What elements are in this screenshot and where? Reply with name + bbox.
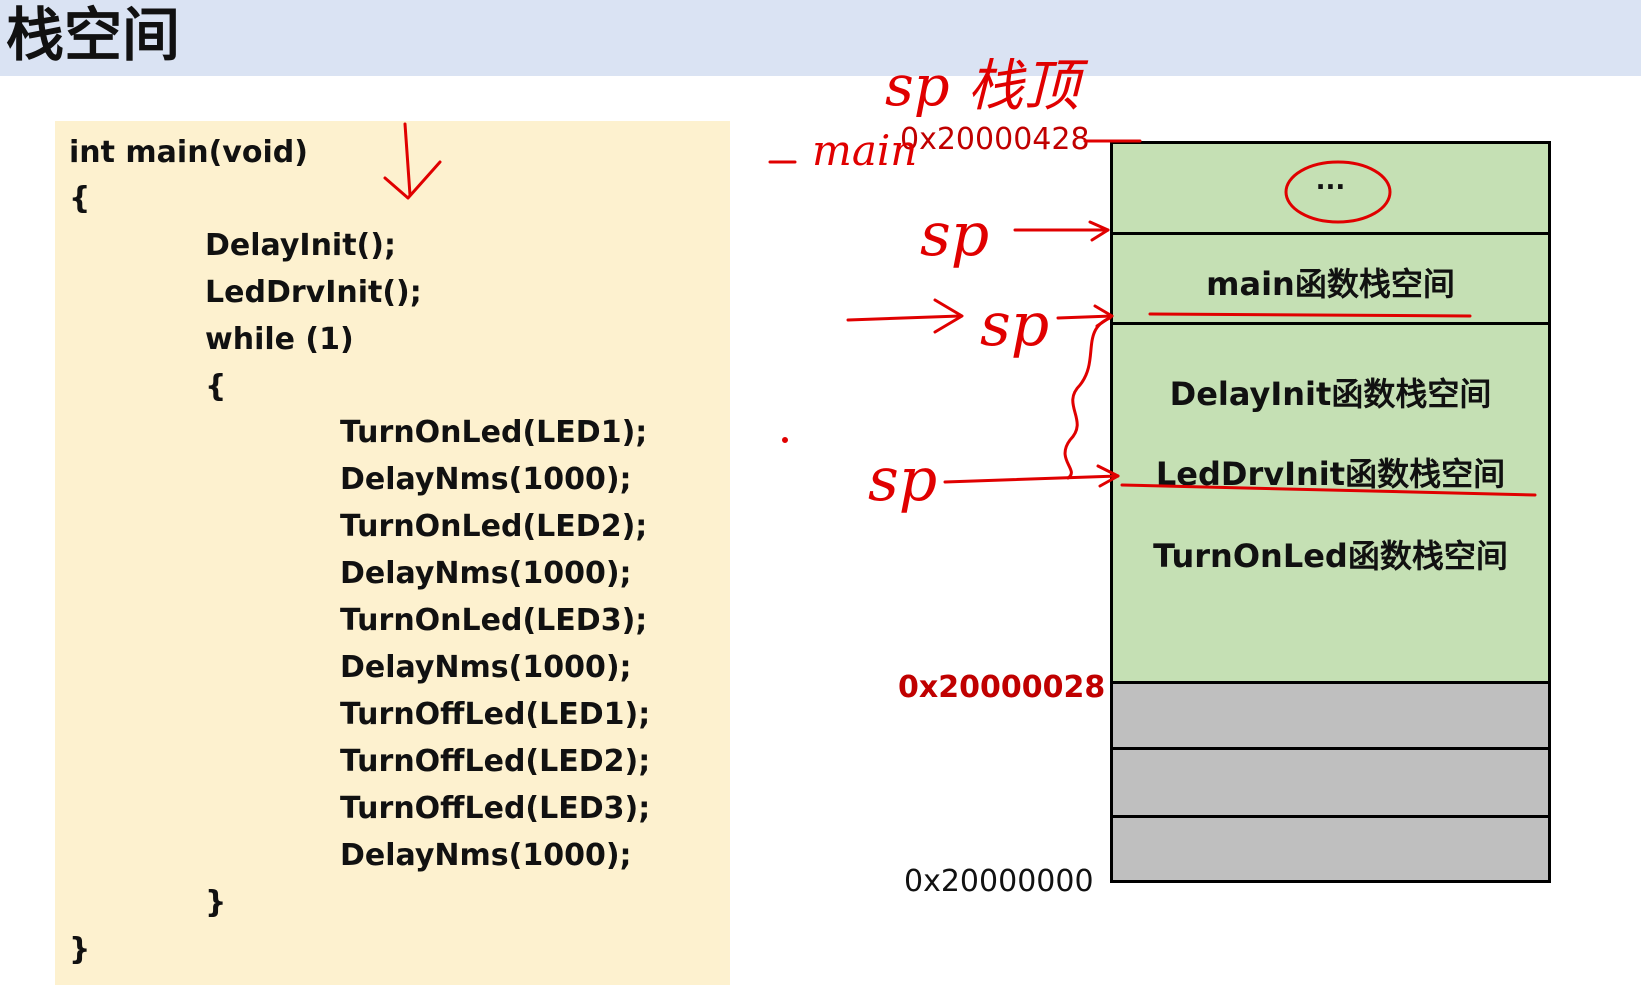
stack-cell-free (1113, 750, 1548, 815)
code-line: TurnOffLed(LED3); (340, 791, 651, 826)
stack-cell-main: main函数栈空间 (1113, 235, 1548, 323)
stack-cell-label: TurnOnLed函数栈空间 (1153, 537, 1508, 575)
stack-divider (1113, 322, 1548, 325)
stack-divider (1113, 232, 1548, 235)
code-line: int main(void) (69, 135, 308, 170)
stack-cell-label: LedDrvInit函数栈空间 (1155, 455, 1506, 493)
code-line: LedDrvInit(); (205, 275, 422, 310)
code-line: DelayNms(1000); (340, 462, 632, 497)
code-line: } (69, 932, 91, 967)
sp-arrow-2 (1056, 314, 1114, 320)
sp-annotation-2: sp (980, 290, 1049, 360)
brace-mark (1063, 316, 1112, 480)
stack-diagram: ... main函数栈空间 DelayInit函数栈空间 LedDrvInit函… (1110, 141, 1551, 883)
code-line: TurnOnLed(LED2); (340, 509, 648, 544)
title-bar: 栈空间 (0, 0, 1641, 76)
sp-arrow-3 (943, 474, 1120, 484)
stack-cell-top: ... (1113, 144, 1548, 234)
code-line: TurnOffLed(LED1); (340, 697, 651, 732)
code-line: TurnOnLed(LED3); (340, 603, 648, 638)
code-line: DelayInit(); (205, 228, 396, 263)
sp-annotation-3: sp (868, 445, 937, 515)
dot-mark (782, 437, 788, 443)
stack-divider (1113, 681, 1548, 684)
stack-divider (1113, 815, 1548, 818)
stack-cell-free (1113, 818, 1548, 880)
code-panel: int main(void) { DelayInit(); LedDrvInit… (55, 121, 730, 985)
code-line: } (205, 885, 227, 920)
left-arrow (846, 314, 962, 322)
slide-title: 栈空间 (6, 1, 181, 69)
stack-cell-free (1113, 684, 1548, 747)
code-line: while (1) (205, 322, 354, 357)
code-line: { (205, 369, 227, 404)
address-bottom: 0x20000000 (904, 864, 1094, 899)
code-line: DelayNms(1000); (340, 650, 632, 685)
code-line: DelayNms(1000); (340, 556, 632, 591)
sp-annotation-1: sp (920, 200, 989, 270)
address-top: 0x20000428 (900, 122, 1090, 157)
stack-cell-functions: DelayInit函数栈空间 LedDrvInit函数栈空间 TurnOnLed… (1113, 325, 1548, 683)
code-line: TurnOnLed(LED1); (340, 415, 648, 450)
stack-cell-label: main函数栈空间 (1206, 265, 1455, 303)
address-mid: 0x20000028 (898, 670, 1106, 705)
code-line: DelayNms(1000); (340, 838, 632, 873)
code-line: { (69, 181, 91, 216)
stack-cell-label: DelayInit函数栈空间 (1169, 375, 1492, 413)
code-line: TurnOffLed(LED2); (340, 744, 651, 779)
stack-cell-label: ... (1315, 166, 1346, 196)
stack-divider (1113, 747, 1548, 750)
